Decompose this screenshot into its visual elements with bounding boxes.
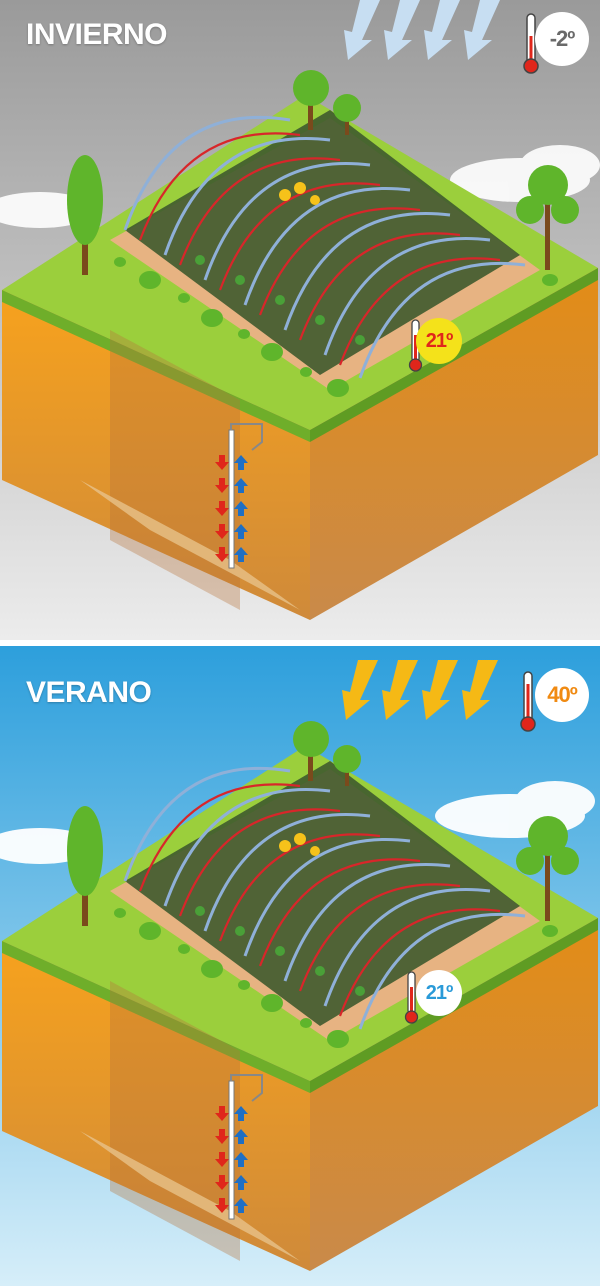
outside-thermometer-icon	[520, 671, 536, 732]
borehole-cutaway	[110, 330, 240, 610]
soil-side	[310, 918, 598, 1271]
summer-inside-temperature: 21º	[416, 970, 462, 1016]
heat-flow-down-arrows	[215, 1106, 229, 1213]
winter-panel: INVIERNO -2º 21º	[0, 0, 600, 640]
summer-title: VERANO	[26, 676, 152, 709]
trees	[67, 721, 579, 926]
flowers	[279, 833, 320, 856]
grass-edge-front	[2, 941, 310, 1093]
plants	[195, 906, 365, 996]
winter-inside-temperature: 21º	[416, 318, 462, 364]
heat-flow-up-arrows	[234, 1106, 248, 1213]
bushes	[114, 257, 558, 397]
winter-title: INVIERNO	[26, 18, 168, 51]
borehole-floor	[80, 480, 300, 610]
cold-wind-arrows	[344, 0, 500, 60]
soil-side	[310, 268, 598, 620]
sun-ray-arrows	[342, 660, 498, 720]
greenhouse	[123, 110, 526, 379]
grass-edge-front	[2, 290, 310, 442]
borehole-floor	[80, 1131, 300, 1261]
geothermal-pipe	[228, 423, 263, 569]
heat-flow-up-arrows	[234, 455, 248, 562]
inside-thermometer-icon	[404, 971, 419, 1024]
geothermal-pipe	[228, 1074, 263, 1220]
winter-illustration	[0, 0, 600, 640]
bushes	[114, 908, 558, 1048]
outside-thermometer-icon	[523, 13, 539, 74]
trees	[67, 70, 579, 275]
plants	[195, 255, 365, 345]
summer-illustration	[0, 646, 600, 1286]
summer-panel: VERANO 40º 21º	[0, 646, 600, 1286]
winter-outside-temperature: -2º	[535, 12, 589, 66]
flowers	[279, 182, 320, 205]
heat-flow-down-arrows	[215, 455, 229, 562]
greenhouse	[123, 761, 526, 1030]
summer-outside-temperature: 40º	[535, 668, 589, 722]
borehole-cutaway	[110, 981, 240, 1261]
